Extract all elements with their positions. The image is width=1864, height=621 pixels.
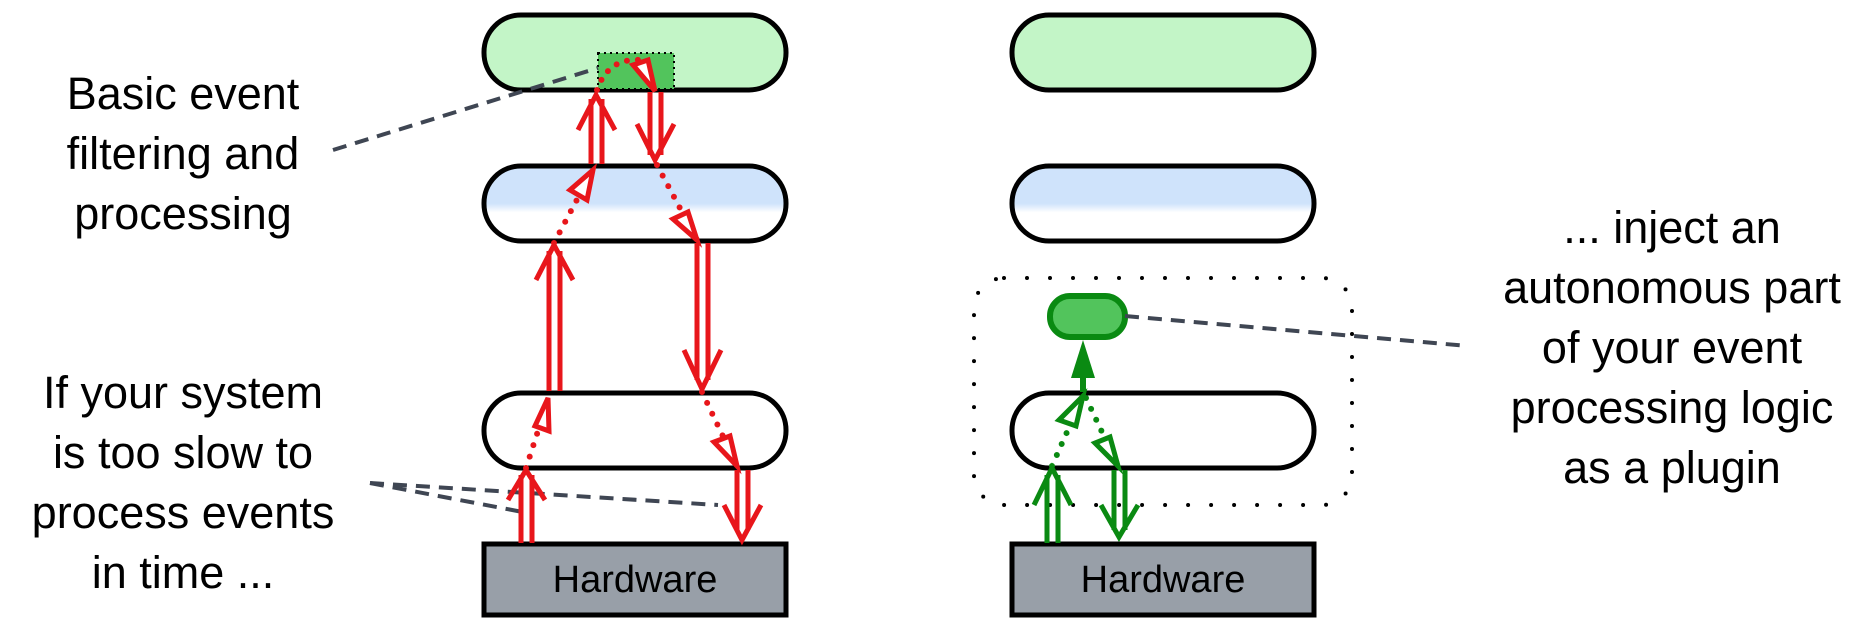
filtering-annotation-line: Basic event <box>67 68 300 119</box>
slow-system-annotation: If your system is too slow to process ev… <box>32 367 335 598</box>
left-hardware-label: Hardware <box>553 559 718 601</box>
left-hardware-box <box>481 541 789 618</box>
up-arrow-to-plugin <box>1071 340 1095 392</box>
plugin-annotation-line: ... inject an <box>1563 202 1781 253</box>
dotted-down-driver <box>699 389 742 475</box>
leader-line-plugin <box>1124 314 1469 348</box>
down-arrow-framework-to-driver <box>681 243 724 395</box>
up-arrow-hw-to-driver <box>505 465 548 543</box>
down-arrow-app-to-framework <box>634 92 677 166</box>
down-arrow-driver-to-hw-green <box>1098 470 1141 542</box>
right-stack: Hardware <box>972 12 1354 618</box>
right-hardware-label: Hardware <box>1081 559 1246 601</box>
filtering-annotation-line: filtering and <box>67 128 300 179</box>
slow-system-annotation-line: in time ... <box>92 547 275 598</box>
left-middle-layer <box>481 163 789 244</box>
down-arrow-driver-to-hw <box>721 470 764 546</box>
slow-system-annotation-line: is too slow to <box>53 427 313 478</box>
plugin-annotation-line: of your event <box>1542 322 1803 373</box>
right-middle-layer <box>1009 163 1317 244</box>
slow-system-annotation-line: If your system <box>43 367 323 418</box>
up-arrow-hw-to-driver-green <box>1031 462 1074 543</box>
left-event-flow <box>505 56 764 546</box>
right-top-layer <box>1009 12 1317 93</box>
plugin-boundary <box>972 276 1354 507</box>
up-arrow-framework-to-app <box>575 89 618 164</box>
dotted-up-driver <box>523 396 552 471</box>
plugin-annotation: ... inject an autonomous part of your ev… <box>1503 202 1841 493</box>
filtering-annotation: Basic event filtering and processing <box>67 68 300 239</box>
plugin-annotation-line: as a plugin <box>1563 442 1781 493</box>
dotted-up-driver-green <box>1049 388 1088 469</box>
right-bottom-layer <box>1009 390 1317 471</box>
dotted-filter-loop <box>594 56 658 93</box>
right-event-flow <box>1031 340 1141 543</box>
dotted-up-framework <box>551 163 597 246</box>
left-stack: Hardware <box>481 12 789 618</box>
dotted-down-framework <box>654 162 703 248</box>
plugin-annotation-line: autonomous part <box>1503 262 1841 313</box>
plugin-block <box>1047 293 1128 340</box>
dotted-down-driver-green <box>1083 395 1123 475</box>
up-arrow-driver-to-framework <box>533 239 576 391</box>
slow-system-annotation-line: process events <box>32 487 335 538</box>
leader-line-slow-up <box>369 481 529 515</box>
right-hardware-box <box>1009 541 1317 618</box>
plugin-annotation-line: processing logic <box>1511 382 1834 433</box>
filtering-annotation-line: processing <box>74 188 292 239</box>
leader-line-filtering <box>332 66 599 152</box>
